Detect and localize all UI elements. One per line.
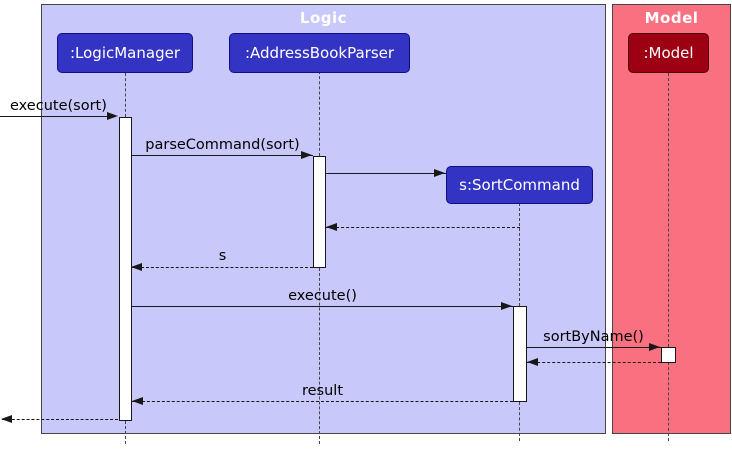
participant-model: :Model xyxy=(628,33,709,73)
lifeline-logic-manager xyxy=(124,73,126,117)
lifeline-sort-command xyxy=(519,402,520,441)
participant-model-label: :Model xyxy=(643,44,694,62)
arrowhead-icon xyxy=(1,414,12,423)
logic-frame-title: Logic xyxy=(299,9,348,27)
lifeline-model xyxy=(668,362,669,441)
arrowhead-icon xyxy=(131,262,142,271)
message-label-return-s: s xyxy=(218,248,227,264)
lifeline-address-book-parser xyxy=(318,268,320,444)
participant-address-book-parser: :AddressBookParser xyxy=(229,33,410,73)
arrowhead-icon xyxy=(649,343,660,351)
activation-sort-command xyxy=(513,306,527,402)
arrowhead-icon xyxy=(527,357,538,366)
participant-address-book-parser-label: :AddressBookParser xyxy=(244,44,395,62)
message-label-execute-sort: execute(sort) xyxy=(10,98,107,114)
arrowhead-icon xyxy=(107,111,118,120)
message-line-result xyxy=(132,400,513,402)
message-line-parse-command xyxy=(132,155,313,156)
lifeline-model xyxy=(668,73,669,347)
participant-logic-manager: :LogicManager xyxy=(57,33,193,73)
arrowhead-icon xyxy=(326,222,337,231)
lifeline-address-book-parser xyxy=(318,71,320,156)
message-label-parse-command: parseCommand(sort) xyxy=(145,137,300,153)
message-line-execute xyxy=(132,306,513,307)
activation-address-book-parser xyxy=(312,156,326,268)
arrowhead-icon xyxy=(501,302,512,310)
message-line-return-to-sort-command xyxy=(527,361,661,363)
participant-sort-command: s:SortCommand xyxy=(446,166,593,204)
message-label-execute: execute() xyxy=(288,288,357,304)
lifeline-sort-command xyxy=(519,203,520,306)
arrowhead-icon xyxy=(132,396,143,405)
participant-sort-command-label: s:SortCommand xyxy=(459,176,580,194)
model-frame-title: Model xyxy=(644,9,699,27)
lifeline-logic-manager xyxy=(124,421,126,444)
message-line-create-sort-command xyxy=(326,172,446,174)
message-label-sort-by-name: sortByName() xyxy=(543,329,644,345)
arrowhead-icon xyxy=(434,168,445,177)
message-line-final-return xyxy=(2,418,118,420)
message-line-execute-sort xyxy=(0,115,108,117)
activation-logic-manager xyxy=(118,117,132,421)
participant-logic-manager-label: :LogicManager xyxy=(69,44,180,62)
message-line-return-s xyxy=(131,266,313,268)
message-line-sort-by-name xyxy=(526,347,662,348)
activation-model xyxy=(661,347,676,363)
arrowhead-icon xyxy=(301,151,312,159)
message-label-result: result xyxy=(301,383,344,399)
message-line-return-to-parser xyxy=(326,226,520,228)
